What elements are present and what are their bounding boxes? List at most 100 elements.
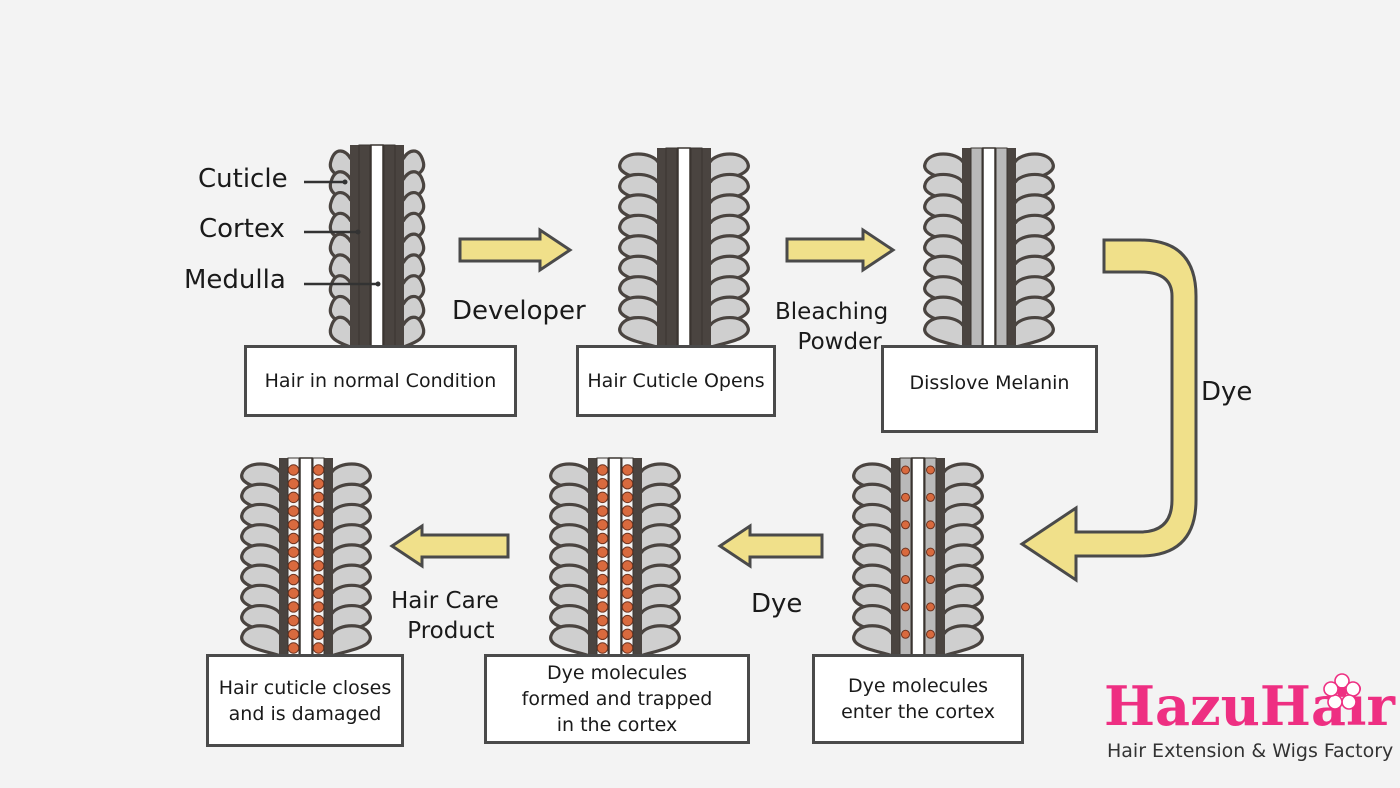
dye-molecule xyxy=(596,642,609,654)
step-4-caption: Dye molecules enter the cortex xyxy=(841,673,995,725)
dye-molecule xyxy=(312,587,325,599)
step-6-caption-line-2: and is damaged xyxy=(228,702,382,725)
bleaching-powder-label: Bleaching Powder xyxy=(775,297,888,357)
dye-molecule xyxy=(621,532,634,545)
dye-molecule xyxy=(287,628,300,641)
dye-molecule xyxy=(287,573,300,586)
dye-molecule xyxy=(621,519,634,531)
hair-care-product-arrow xyxy=(389,523,510,569)
dye-molecule xyxy=(312,601,325,613)
dye-molecule xyxy=(596,628,609,641)
dye-molecule xyxy=(621,614,634,627)
dye-molecule xyxy=(312,532,325,545)
cortex-right-channel xyxy=(383,144,396,353)
bleaching-powder-line-2: Powder xyxy=(797,329,882,355)
bleaching-powder-arrow xyxy=(785,227,896,273)
hair-care-product-line-2: Product xyxy=(407,618,495,644)
medulla-core xyxy=(911,457,925,661)
cuticle-scale xyxy=(1013,315,1055,350)
dye-molecule xyxy=(287,519,300,531)
cortex-right-channel xyxy=(924,457,937,661)
step-4-caption-box: Dye molecules enter the cortex xyxy=(812,654,1024,744)
dye-molecule xyxy=(312,614,325,627)
dye-molecule xyxy=(312,642,325,654)
cuticle-label: Cuticle xyxy=(198,164,288,194)
cortex-right-channel xyxy=(995,147,1008,353)
dye-molecule xyxy=(901,520,910,530)
dye-molecule xyxy=(621,546,634,558)
cuticle-scale xyxy=(708,315,750,350)
dye-molecule xyxy=(926,520,935,530)
dye-molecule xyxy=(287,614,300,627)
step-2-caption: Hair Cuticle Opens xyxy=(587,370,765,392)
hair-strand-4 xyxy=(852,457,984,661)
hair-strand-6 xyxy=(240,457,372,661)
cortex-right-channel xyxy=(690,147,703,353)
cortex-label: Cortex xyxy=(199,214,285,244)
transition-arrows-layer xyxy=(389,227,1198,583)
dye-molecule xyxy=(596,477,609,490)
dye-molecule xyxy=(312,628,325,641)
medulla-core xyxy=(677,147,691,353)
dye-molecule xyxy=(287,505,300,517)
dye-molecule xyxy=(596,573,609,586)
cortex-pointer-dot xyxy=(355,229,361,235)
dye-molecule xyxy=(312,573,325,586)
cuticle-scale xyxy=(330,624,372,658)
step-2-caption-box: Hair Cuticle Opens xyxy=(576,345,776,417)
step-5-caption: Dye molecules formed and trapped in the … xyxy=(522,660,713,738)
dye-molecule xyxy=(596,560,609,572)
dye-molecule xyxy=(926,575,935,585)
developer-arrow xyxy=(458,227,573,273)
part-pointer-lines xyxy=(304,179,381,287)
cuticle-scale xyxy=(328,315,353,349)
hair-strand-3 xyxy=(923,147,1055,353)
medulla-core xyxy=(370,144,384,353)
step-5-caption-line-3: in the cortex xyxy=(556,714,678,736)
cortex-left-channel xyxy=(665,147,678,353)
dye-molecule xyxy=(312,546,325,558)
dye-molecule xyxy=(596,601,609,613)
step-3-caption-box: Disslove Melanin xyxy=(881,345,1098,433)
dye-molecule xyxy=(621,560,634,572)
hair-strands-layer xyxy=(240,144,1055,661)
step-1-caption: Hair in normal Condition xyxy=(264,370,497,392)
dye-molecule xyxy=(621,491,634,504)
medulla-pointer-dot xyxy=(375,281,381,287)
step-4-caption-line-2: enter the cortex xyxy=(841,701,995,723)
cortex-left-channel xyxy=(899,457,912,661)
dye-molecule xyxy=(926,465,935,475)
step-6-caption-line-1: Hair cuticle closes xyxy=(218,676,392,699)
dye-molecule xyxy=(312,505,325,517)
dye-molecule xyxy=(596,614,609,627)
dye-molecule xyxy=(621,601,634,613)
dye-molecule xyxy=(901,575,910,585)
bleaching-powder-line-1: Bleaching xyxy=(775,299,889,325)
dye-molecule xyxy=(901,465,910,475)
dye-molecule xyxy=(596,587,609,599)
dye-molecule xyxy=(312,491,325,504)
dye-molecule xyxy=(901,492,910,502)
dye-curved-arrow xyxy=(1019,238,1198,583)
medulla-label: Medulla xyxy=(184,265,286,295)
dye-molecule xyxy=(287,546,300,558)
step-4-caption-line-1: Dye molecules xyxy=(847,675,989,697)
dye-molecule xyxy=(926,547,935,557)
dye-molecule xyxy=(901,629,910,639)
step-6-caption-box: Hair cuticle closes and is damaged xyxy=(206,654,404,747)
dye-molecule xyxy=(596,546,609,558)
dye-molecule xyxy=(926,492,935,502)
cuticle-scale xyxy=(923,315,965,350)
cortex-left-channel xyxy=(970,147,983,353)
dye-molecule xyxy=(901,547,910,557)
dye-molecule xyxy=(901,602,910,612)
medulla-core xyxy=(608,457,622,661)
hair-strand-2 xyxy=(618,147,750,353)
step-3-caption: Disslove Melanin xyxy=(909,372,1070,394)
dye-molecule xyxy=(621,464,634,476)
medulla-core xyxy=(299,457,313,661)
dye-curve-label: Dye xyxy=(1201,377,1253,407)
dye-molecule xyxy=(596,519,609,531)
developer-label: Developer xyxy=(452,296,586,326)
